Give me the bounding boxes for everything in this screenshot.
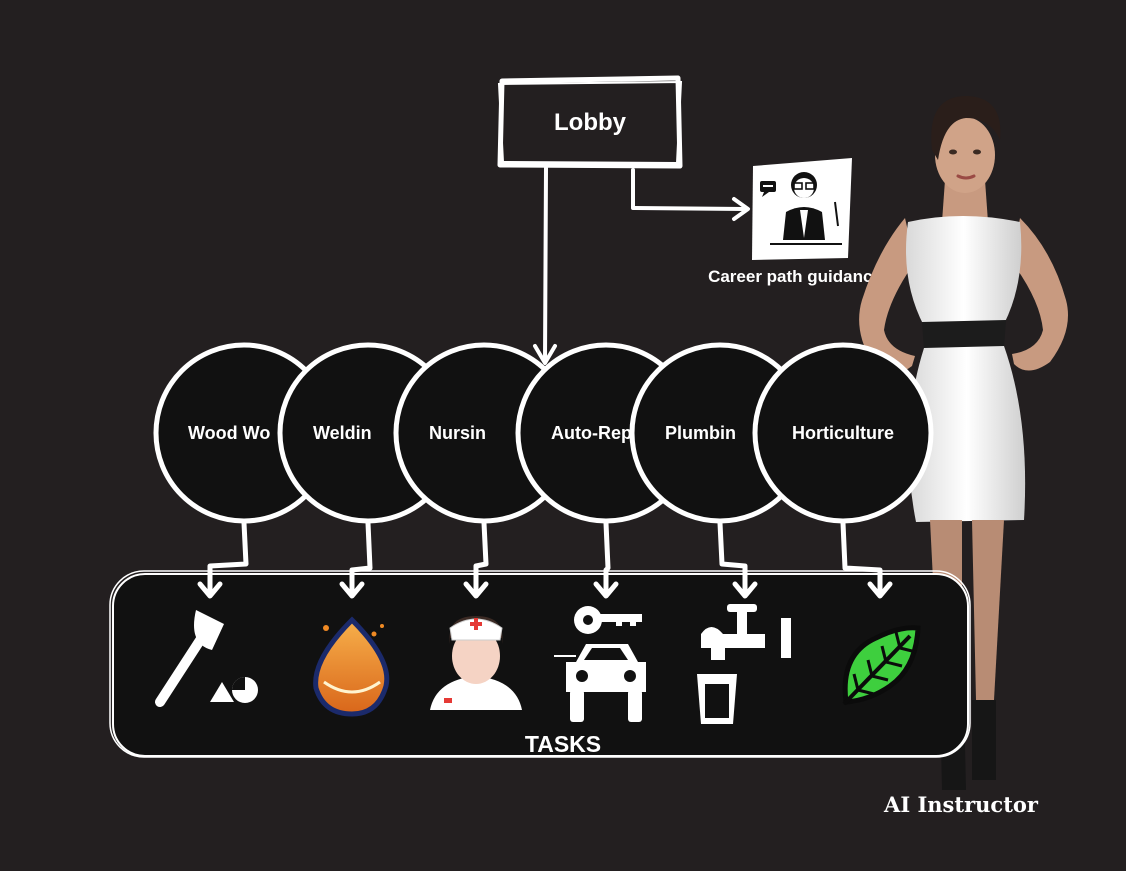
- track-label: Auto-Rep: [551, 423, 632, 443]
- lobby-node[interactable]: Lobby: [497, 75, 683, 169]
- lobby-to-career-arrow: [631, 168, 750, 221]
- ai-instructor-label: AI Instructor: [883, 792, 1039, 817]
- track-connector-arrow: [593, 520, 619, 599]
- car-key-icon[interactable]: [554, 606, 646, 722]
- track-connector-arrow: [463, 520, 489, 599]
- career-guidance-node[interactable]: Career path guidance: [708, 158, 882, 286]
- track-connector-arrow: [840, 520, 893, 599]
- career-advisor-icon: [760, 172, 842, 245]
- track-label: Weldin: [313, 423, 372, 443]
- track-connector-arrow: [717, 520, 758, 599]
- track-node[interactable]: Wood Wo: [153, 342, 335, 524]
- axe-icon[interactable]: [155, 610, 258, 707]
- track-circle: [752, 342, 934, 524]
- tracks-group: Wood Wo Weldin Nursin Auto-Rep Plumbin Hortic…: [153, 342, 934, 724]
- track-label: Wood Wo: [188, 423, 270, 443]
- nurse-icon[interactable]: [430, 616, 522, 710]
- track-connector-arrow: [197, 520, 249, 599]
- lobby-to-tracks-arrow: [533, 166, 557, 365]
- tasks-label: TASKS: [525, 731, 601, 757]
- track-connector-arrow: [339, 520, 373, 599]
- career-guidance-label: Career path guidance: [708, 267, 882, 286]
- faucet-icon[interactable]: [697, 604, 791, 724]
- track-label: Plumbin: [665, 423, 736, 443]
- leaf-icon[interactable]: [842, 625, 921, 706]
- track-label: Nursin: [429, 423, 486, 443]
- lobby-label: Lobby: [554, 109, 627, 136]
- track-label: Horticulture: [792, 423, 894, 443]
- tasks-panel: TASKS: [109, 570, 971, 758]
- flame-icon[interactable]: [313, 616, 390, 717]
- track-node[interactable]: Horticulture: [752, 342, 934, 524]
